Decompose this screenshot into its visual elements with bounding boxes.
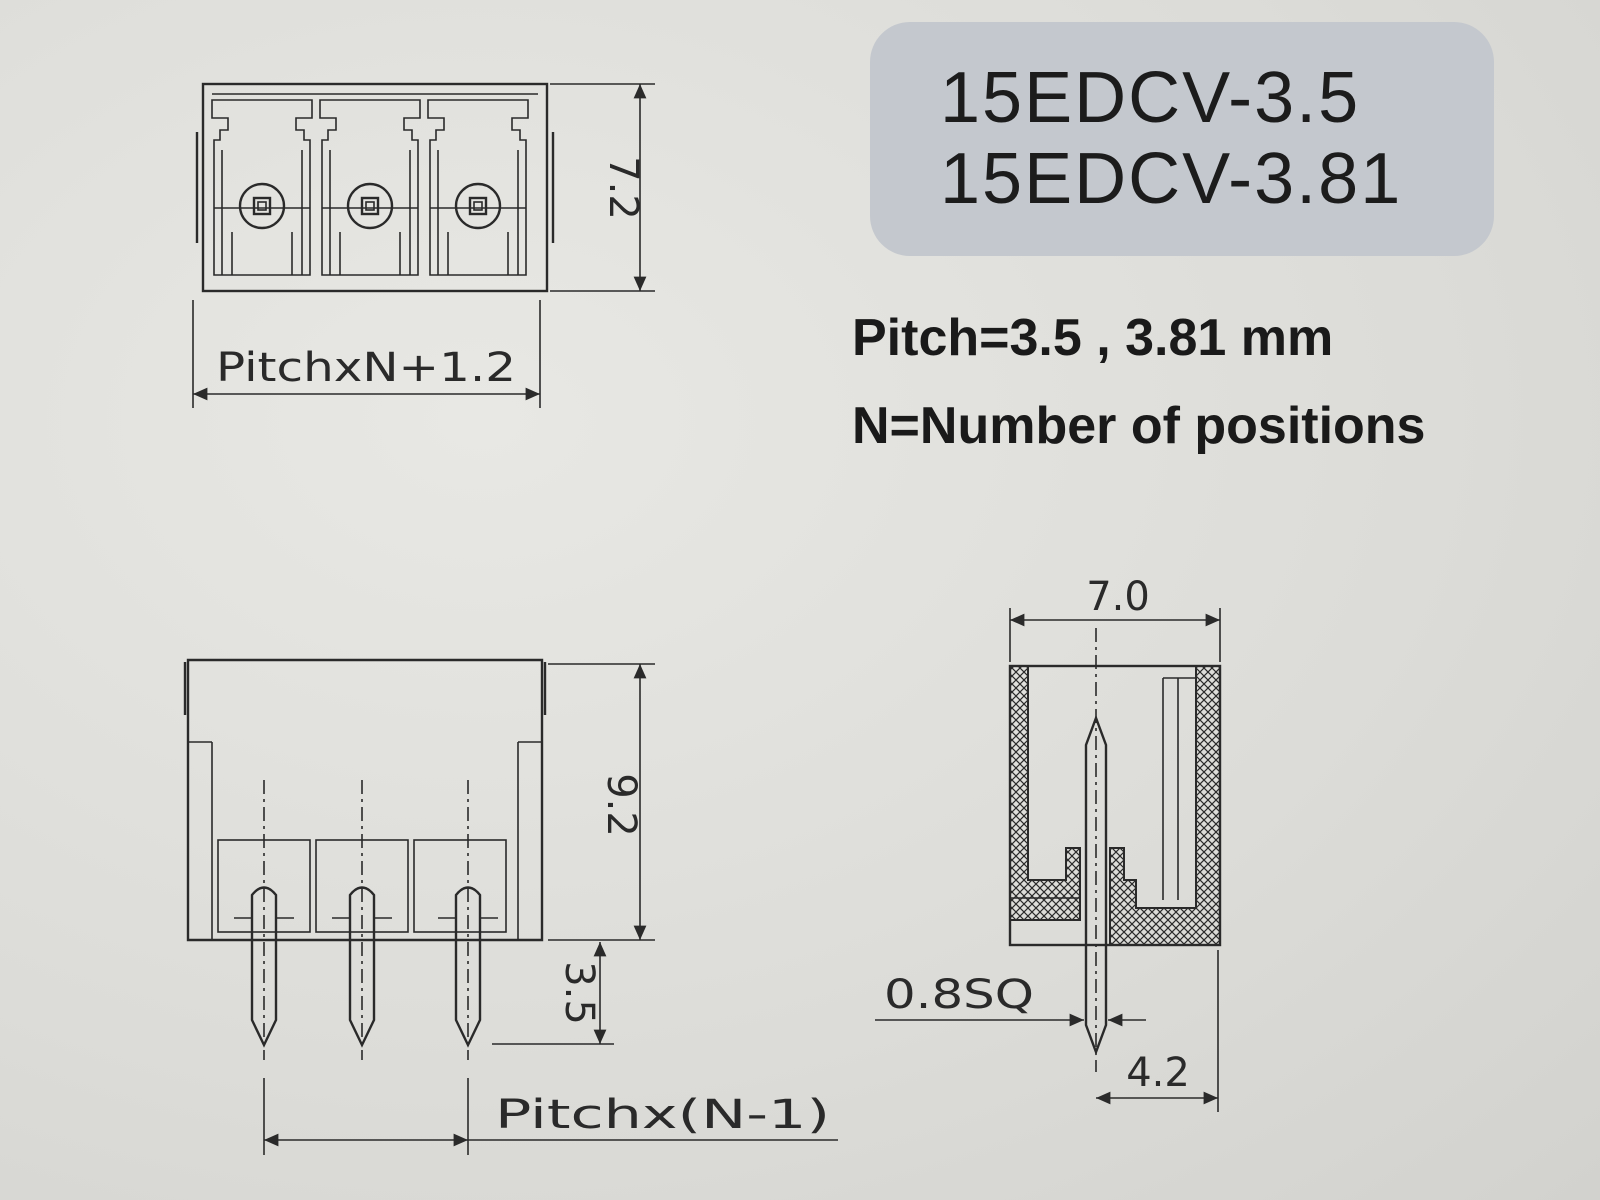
pin-size-label: 0.8SQ [884,972,1034,1018]
top-terminal-cell [319,99,421,276]
pin-length-dimension: 3.5 [492,942,614,1045]
pin-size-dimension: 0.8SQ [875,972,1146,1027]
front-height-dimension: 9.2 [548,663,655,941]
pin-spacing-dimension: Pitchx(N-1) [263,1078,838,1155]
screw-hole [238,182,286,230]
model-number-a: 15EDCV-3.5 [940,58,1361,138]
side-view: 7.0 0.8SQ 4.2 [875,574,1222,1112]
top-view-body [195,82,555,293]
top-width-dimension: PitchxN+1.2 [192,300,541,408]
top-terminal-cell [211,99,313,276]
front-pin [234,780,294,1060]
front-terminal-cell [413,839,507,933]
side-pin [1084,628,1108,1072]
top-view: 7.2 PitchxN+1.2 [192,82,655,408]
model-number-b: 15EDCV-3.81 [940,139,1403,219]
pin-length-label: 3.5 [556,961,602,1025]
front-pin [332,780,392,1060]
front-view-body [183,658,547,942]
pin-offset-dimension: 4.2 [1096,950,1219,1112]
pin-offset-label: 4.2 [1126,1050,1190,1096]
front-view: 9.2 3.5 Pitchx(N-1) [183,658,838,1155]
side-view-body [1008,664,1222,947]
top-width-label: PitchxN+1.2 [216,345,516,391]
front-height-label: 9.2 [598,773,644,837]
screw-hole [454,182,502,230]
front-pins [234,780,498,1060]
front-pin [438,780,498,1060]
top-height-dimension: 7.2 [550,83,655,292]
screw-hole [346,182,394,230]
pitch-note: Pitch=3.5 , 3.81 mm [852,309,1334,367]
side-width-label: 7.0 [1086,574,1150,620]
positions-note: N=Number of positions [852,397,1426,455]
side-width-dimension: 7.0 [1009,574,1221,662]
model-label-box [870,22,1494,256]
top-height-label: 7.2 [600,156,646,220]
pin-spacing-label: Pitchx(N-1) [495,1092,830,1138]
top-terminal-cell [427,99,529,276]
